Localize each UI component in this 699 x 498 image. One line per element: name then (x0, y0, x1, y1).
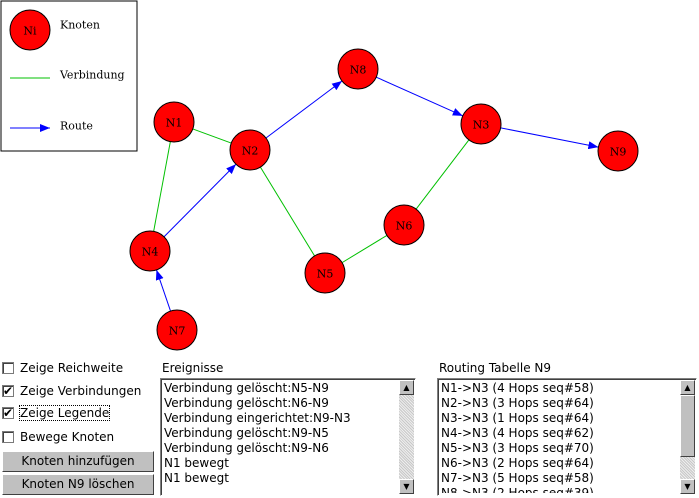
route-N2-N8 (265, 80, 343, 139)
show-range-checkbox[interactable]: Zeige Reichweite (2, 359, 123, 377)
node-N2[interactable]: N2 (229, 129, 271, 171)
node-N7[interactable]: N7 (156, 309, 198, 351)
connection-N1-N4 (153, 141, 171, 232)
node-N5[interactable]: N5 (304, 252, 346, 294)
node-N1[interactable]: N1 (153, 101, 195, 143)
routing-item[interactable]: N8->N3 (2 Hops seq#39) (441, 486, 594, 493)
events-scroll-up-button[interactable]: ▲ (399, 380, 414, 395)
node-label: N5 (317, 268, 334, 281)
routing-item[interactable]: N1->N3 (4 Hops seq#58) (441, 381, 594, 395)
node-label: N2 (242, 145, 259, 158)
route-N7-N4 (155, 269, 172, 312)
routing-scroll-thumb[interactable] (680, 395, 695, 457)
legend-route-label: Route (60, 120, 93, 133)
route-N3-N9 (500, 127, 599, 150)
routing-item[interactable]: N3->N3 (1 Hops seq#64) (441, 411, 594, 425)
node-label: N3 (473, 119, 490, 132)
legend-node-label: Knoten (60, 19, 100, 32)
node-circle[interactable] (337, 48, 379, 90)
events-title: Ereignisse (162, 361, 224, 375)
routing-scroll-down-button[interactable]: ▼ (680, 479, 695, 494)
connection-N6-N3 (415, 139, 470, 210)
node-circle[interactable] (129, 230, 171, 272)
node-circle[interactable] (304, 252, 346, 294)
node-N4[interactable]: N4 (129, 230, 171, 272)
node-N6[interactable]: N6 (383, 204, 425, 246)
legend-connection-label: Verbindung (59, 69, 125, 82)
show-legend-box[interactable]: ✔ (2, 406, 14, 420)
node-circle[interactable] (460, 103, 502, 145)
event-item[interactable]: Verbindung gelöscht:N6-N9 (164, 396, 329, 410)
routing-title: Routing Tabelle N9 (439, 361, 551, 375)
delete-node-button[interactable]: Knoten N9 löschen (2, 474, 154, 495)
node-label: N4 (142, 246, 159, 259)
events-scrollbar[interactable]: ▲ ▼ (399, 380, 414, 494)
node-circle[interactable] (156, 309, 198, 351)
node-circle[interactable] (383, 204, 425, 246)
node-label: N7 (169, 325, 186, 338)
node-N3[interactable]: N3 (460, 103, 502, 145)
move-nodes-checkbox[interactable]: Bewege Knoten (2, 428, 114, 446)
node-label: N9 (610, 146, 627, 159)
network-canvas[interactable]: Ni Knoten Verbindung Route N1N2N3N4N5N6N… (0, 0, 699, 360)
event-item[interactable]: N1 bewegt (164, 456, 229, 470)
move-nodes-label: Bewege Knoten (20, 430, 115, 444)
events-scroll-down-button[interactable]: ▼ (399, 479, 414, 494)
legend-node-sample: Ni (23, 25, 37, 38)
show-range-label: Zeige Reichweite (20, 361, 124, 375)
route-N8-N3 (376, 76, 463, 117)
show-range-box[interactable] (2, 362, 14, 374)
show-connections-label: Zeige Verbindungen (20, 384, 142, 398)
add-node-button[interactable]: Knoten hinzufügen (2, 451, 154, 472)
node-circle[interactable] (229, 129, 271, 171)
show-legend-label: Zeige Legende (18, 405, 111, 421)
event-item[interactable]: Verbindung eingerichtet:N9-N3 (164, 411, 351, 425)
show-legend-checkbox[interactable]: ✔ Zeige Legende (2, 404, 111, 422)
routing-scroll-up-button[interactable]: ▲ (680, 380, 695, 395)
route-N4-N2 (163, 163, 237, 238)
event-item[interactable]: N1 bewegt (164, 471, 229, 485)
show-connections-box[interactable]: ✔ (2, 384, 14, 398)
legend: Ni Knoten Verbindung Route (0, 0, 138, 152)
routing-item[interactable]: N4->N3 (4 Hops seq#62) (441, 426, 594, 440)
event-item[interactable]: Verbindung gelöscht:N9-N5 (164, 426, 329, 440)
node-N9[interactable]: N9 (597, 130, 639, 172)
move-nodes-box[interactable] (2, 431, 14, 443)
routing-list[interactable]: N1->N3 (4 Hops seq#58)N2->N3 (3 Hops seq… (437, 378, 697, 496)
connection-N5-N6 (341, 234, 388, 264)
connection-N2-N5 (259, 166, 316, 257)
routing-item[interactable]: N5->N3 (3 Hops seq#70) (441, 441, 594, 455)
event-item[interactable]: Verbindung gelöscht:N9-N6 (164, 441, 329, 455)
event-item[interactable]: Verbindung gelöscht:N5-N9 (164, 381, 329, 395)
show-connections-checkbox[interactable]: ✔ Zeige Verbindungen (2, 382, 141, 400)
node-circle[interactable] (597, 130, 639, 172)
node-label: N6 (396, 220, 413, 233)
routing-scrollbar[interactable]: ▲ ▼ (680, 380, 695, 494)
routing-item[interactable]: N7->N3 (5 Hops seq#58) (441, 471, 594, 485)
connection-N1-N2 (192, 128, 232, 144)
routing-item[interactable]: N6->N3 (2 Hops seq#64) (441, 456, 594, 470)
legend-node-icon (9, 9, 51, 51)
node-label: N1 (166, 117, 183, 130)
node-N8[interactable]: N8 (337, 48, 379, 90)
node-label: N8 (350, 64, 367, 77)
node-circle[interactable] (153, 101, 195, 143)
routing-item[interactable]: N2->N3 (3 Hops seq#64) (441, 396, 594, 410)
